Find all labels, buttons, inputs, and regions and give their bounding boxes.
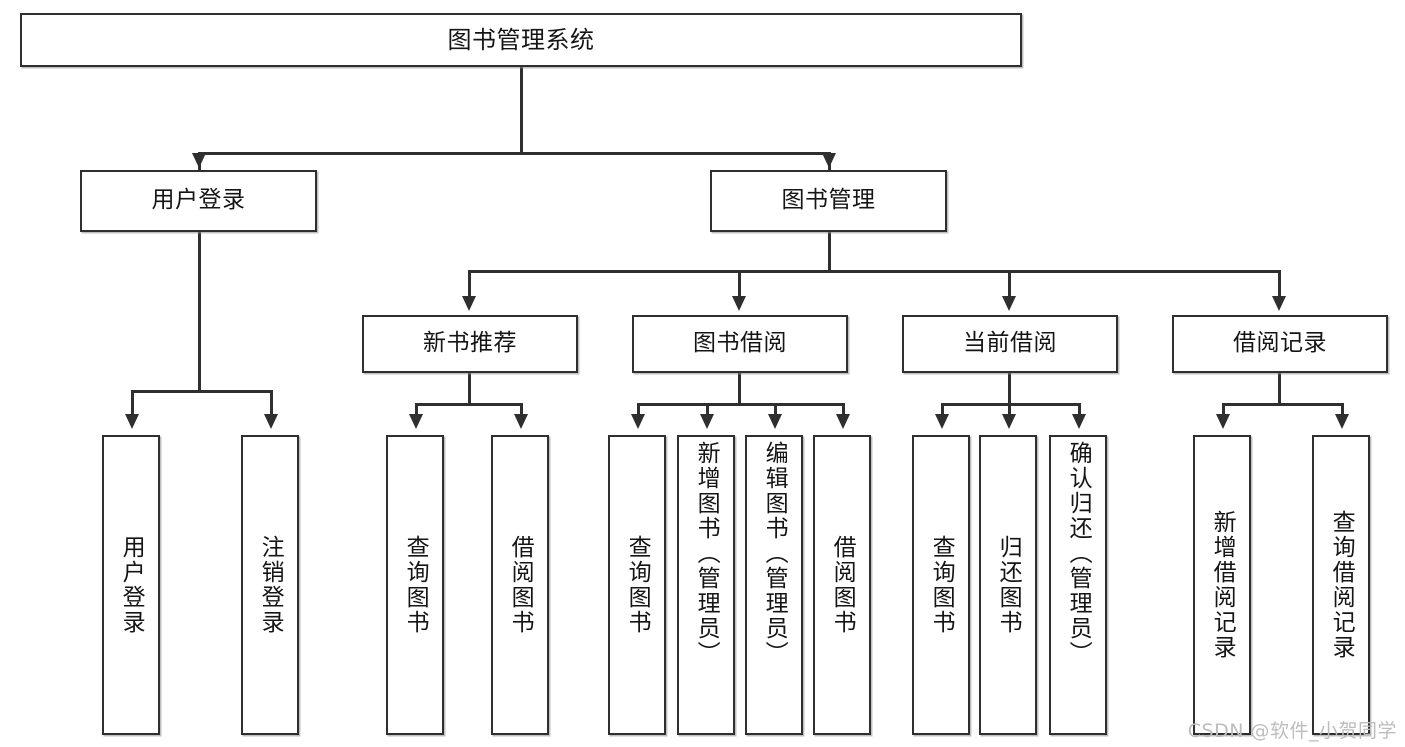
node-leaf-borrow-book-1-label: 借阅图书 — [507, 535, 534, 635]
connector-borrowrecord-bus — [1222, 403, 1341, 406]
connector-currentborrow-bus — [941, 403, 1080, 406]
node-book-borrow-label: 图书借阅 — [693, 330, 787, 357]
connector-bm-drop-3 — [1008, 270, 1011, 298]
arrow-to-leaf-confirm-return — [1072, 414, 1086, 429]
node-leaf-add-book[interactable]: 新增图书（管理员） — [677, 435, 735, 735]
connector-newbook-stem — [468, 373, 471, 405]
node-leaf-add-record-label: 新增借阅记录 — [1209, 510, 1236, 660]
node-new-book-recommend[interactable]: 新书推荐 — [362, 315, 578, 373]
node-leaf-query-record[interactable]: 查询借阅记录 — [1312, 435, 1370, 735]
node-leaf-edit-book[interactable]: 编辑图书（管理员） — [745, 435, 803, 735]
node-new-book-recommend-label: 新书推荐 — [423, 330, 517, 357]
node-leaf-query-book-1-label: 查询图书 — [402, 535, 429, 635]
arrow-to-leaf-query-book-2 — [631, 414, 645, 429]
node-leaf-query-record-label: 查询借阅记录 — [1328, 510, 1355, 660]
connector-bookborrow-stem — [738, 373, 741, 405]
node-leaf-return-book[interactable]: 归还图书 — [979, 435, 1037, 735]
node-current-borrow[interactable]: 当前借阅 — [902, 315, 1118, 373]
node-leaf-query-book-2-label: 查询图书 — [624, 535, 651, 635]
connector-currentborrow-stem — [1008, 373, 1011, 405]
connector-bb-drop-1 — [637, 403, 640, 417]
node-root[interactable]: 图书管理系统 — [20, 13, 1022, 67]
arrow-to-leaf-edit-book — [768, 414, 782, 429]
node-leaf-return-book-label: 归还图书 — [995, 535, 1022, 635]
connector-bookborrow-bus — [637, 403, 844, 406]
node-leaf-user-logout[interactable]: 注销登录 — [241, 435, 299, 735]
arrow-to-current-borrow — [1002, 296, 1016, 311]
node-borrow-record-label: 借阅记录 — [1233, 330, 1327, 357]
arrow-to-leaf-query-book-3 — [935, 414, 949, 429]
connector-userlogin-bus — [131, 390, 270, 393]
node-user-login-label: 用户登录 — [151, 187, 246, 214]
arrow-to-leaf-borrow-book-1 — [514, 414, 528, 429]
node-leaf-add-record[interactable]: 新增借阅记录 — [1193, 435, 1251, 735]
node-leaf-query-book-1[interactable]: 查询图书 — [386, 435, 444, 735]
node-leaf-confirm-return-label: 确认归还（管理员） — [1065, 441, 1092, 666]
arrow-to-leaf-user-logout — [264, 414, 278, 429]
connector-br-drop-2 — [1341, 403, 1344, 417]
node-leaf-query-book-3-label: 查询图书 — [928, 535, 955, 635]
node-leaf-query-book-2[interactable]: 查询图书 — [608, 435, 666, 735]
connector-newbook-drop-1 — [415, 403, 418, 417]
node-root-label: 图书管理系统 — [447, 25, 595, 54]
arrow-to-book-borrow — [732, 296, 746, 311]
node-leaf-edit-book-label: 编辑图书（管理员） — [761, 441, 788, 666]
arrow-to-leaf-return-book — [1002, 414, 1016, 429]
node-current-borrow-label: 当前借阅 — [963, 330, 1057, 357]
arrow-to-book-manage — [822, 153, 836, 168]
connector-userlogin-drop-2 — [270, 390, 273, 418]
node-book-manage-label: 图书管理 — [781, 187, 876, 214]
arrow-to-leaf-add-book — [700, 414, 714, 429]
connector-bm-drop-4 — [1278, 270, 1281, 298]
connector-bm-drop-2 — [738, 270, 741, 298]
connector-userlogin-stem — [198, 232, 201, 392]
node-leaf-user-login[interactable]: 用户登录 — [102, 435, 160, 735]
arrow-to-leaf-query-record — [1335, 414, 1349, 429]
node-borrow-record[interactable]: 借阅记录 — [1172, 315, 1388, 373]
arrow-to-leaf-user-login — [125, 414, 139, 429]
arrow-to-borrow-record — [1272, 296, 1286, 311]
connector-newbook-bus — [415, 403, 522, 406]
node-leaf-borrow-book-1[interactable]: 借阅图书 — [491, 435, 549, 735]
arrow-to-leaf-borrow-book-2 — [836, 414, 850, 429]
node-leaf-add-book-label: 新增图书（管理员） — [693, 441, 720, 666]
arrow-to-new-book-recommend — [462, 296, 476, 311]
node-book-manage[interactable]: 图书管理 — [710, 170, 947, 232]
node-book-borrow[interactable]: 图书借阅 — [632, 315, 848, 373]
connector-bookmanage-bus — [468, 270, 1280, 273]
node-leaf-confirm-return[interactable]: 确认归还（管理员） — [1049, 435, 1107, 735]
arrow-to-leaf-query-book-1 — [409, 414, 423, 429]
connector-borrowrecord-stem — [1278, 373, 1281, 405]
connector-cb-drop-3 — [1078, 403, 1081, 417]
connector-userlogin-drop-1 — [131, 390, 134, 418]
connector-bb-drop-2 — [706, 403, 709, 417]
connector-bookmanage-stem — [828, 232, 831, 272]
node-leaf-user-logout-label: 注销登录 — [257, 535, 284, 635]
connector-newbook-drop-2 — [520, 403, 523, 417]
node-leaf-query-book-3[interactable]: 查询图书 — [912, 435, 970, 735]
connector-root-bus — [198, 152, 831, 155]
connector-br-drop-1 — [1222, 403, 1225, 417]
node-user-login[interactable]: 用户登录 — [80, 170, 317, 232]
watermark-text: CSDN @软件_小贺同学 — [1187, 720, 1397, 742]
node-leaf-borrow-book-2[interactable]: 借阅图书 — [813, 435, 871, 735]
node-leaf-user-login-label: 用户登录 — [118, 535, 145, 635]
arrow-to-leaf-add-record — [1216, 414, 1230, 429]
connector-bb-drop-3 — [774, 403, 777, 417]
connector-bm-drop-1 — [468, 270, 471, 298]
arrow-to-user-login — [192, 153, 206, 168]
connector-bb-drop-4 — [842, 403, 845, 417]
node-leaf-borrow-book-2-label: 借阅图书 — [829, 535, 856, 635]
connector-root-stem — [520, 67, 523, 154]
connector-cb-drop-1 — [941, 403, 944, 417]
connector-cb-drop-2 — [1008, 403, 1011, 417]
